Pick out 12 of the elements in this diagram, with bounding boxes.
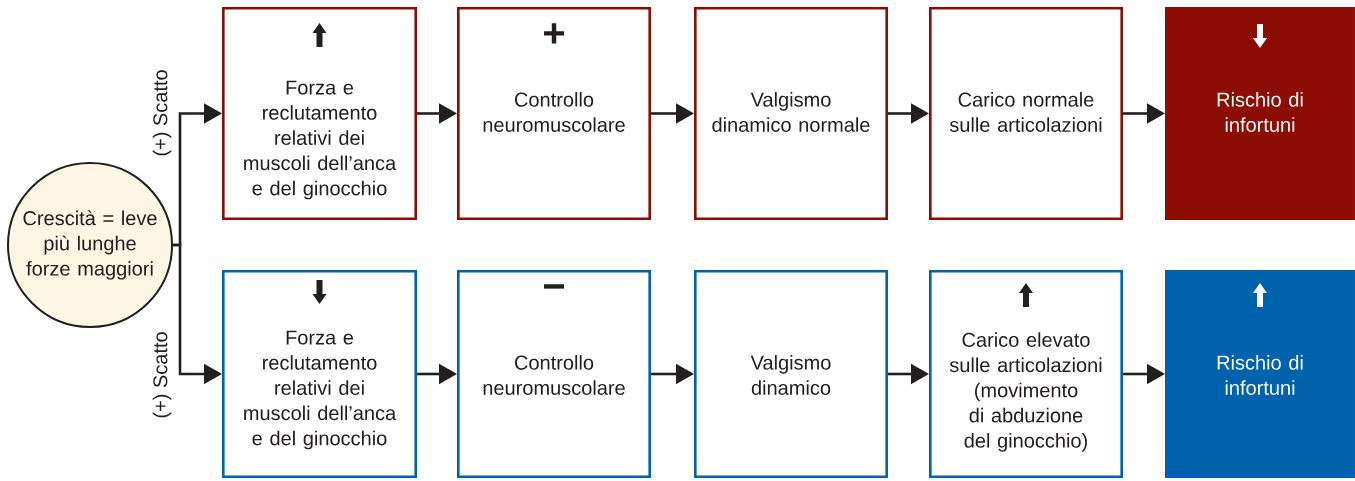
process-box: Valgismo dinamico bbox=[694, 270, 888, 478]
process-box: Carico normale sulle articolazioni bbox=[929, 7, 1123, 220]
edge-label: (+) Scatto bbox=[152, 70, 172, 156]
risk-box: Rischio di infortuni bbox=[1165, 270, 1355, 478]
process-box: Valgismo dinamico normale bbox=[694, 7, 888, 220]
edge-label: (+) Scatto bbox=[152, 332, 172, 418]
process-box: Forza e reclutamento relativi dei muscoli dell’anca e del ginocchio bbox=[222, 270, 417, 478]
process-box: Forza e reclutamento relativi dei muscoli dell’anca e del ginocchio bbox=[222, 7, 417, 220]
process-box: + Controllo neuromuscolare bbox=[457, 7, 651, 220]
process-box: − Controllo neuromuscolare bbox=[457, 270, 651, 478]
risk-box: Rischio di infortuni bbox=[1165, 7, 1355, 220]
process-box: Carico elevato sulle articolazioni (movimento di abduzione del ginocchio) bbox=[929, 270, 1123, 478]
